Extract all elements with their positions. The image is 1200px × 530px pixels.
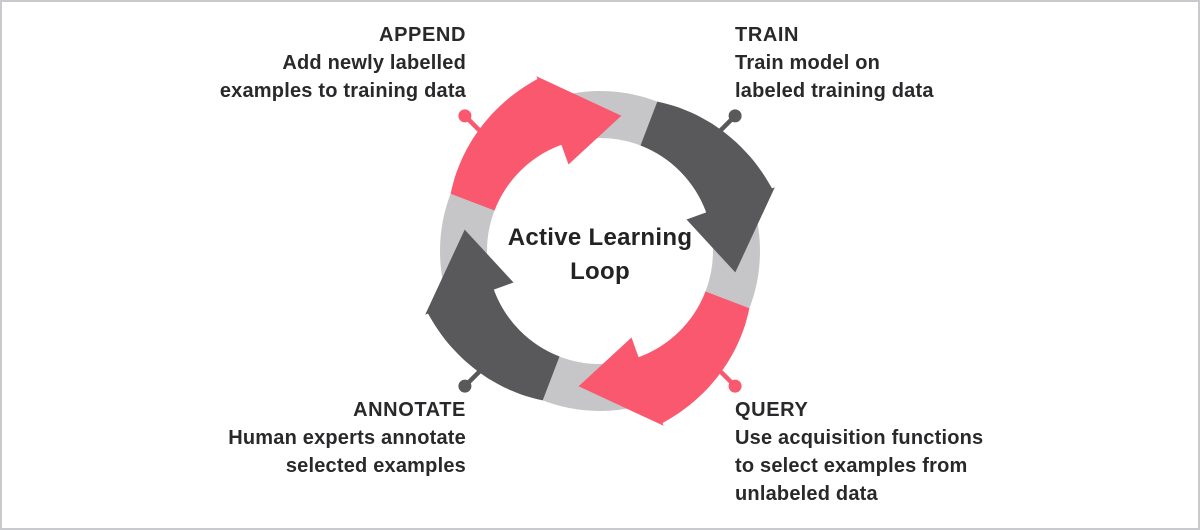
- stage-description-line: labeled training data: [735, 80, 934, 102]
- stage-description-line: Add newly labelled: [282, 52, 466, 74]
- stage-label-annotate: ANNOTATE Human experts annotate selected…: [228, 396, 466, 480]
- stage-description-line: Use acquisition functions: [735, 427, 984, 449]
- center-title-line: Loop: [570, 258, 630, 285]
- connector-annotate-dot: [458, 379, 472, 393]
- arrow-annotate: [425, 229, 560, 401]
- stage-label-append: APPEND Add newly labelled examples to tr…: [220, 21, 466, 105]
- connector-query-dot: [728, 379, 742, 393]
- stage-heading-query: QUERY: [735, 399, 809, 421]
- center-title-line: Active Learning: [507, 224, 693, 251]
- stage-heading-annotate: ANNOTATE: [353, 399, 466, 421]
- center-title: Active Learning Loop: [508, 221, 693, 289]
- arrow-append: [450, 76, 622, 211]
- stage-heading-train: TRAIN: [735, 24, 800, 46]
- stage-description-line: examples to training data: [219, 80, 466, 102]
- stage-label-train: TRAIN Train model on labeled training da…: [735, 21, 934, 105]
- connector-append-dot: [458, 109, 472, 123]
- stage-description-line: selected examples: [285, 455, 466, 477]
- connector-train-dot: [728, 109, 742, 123]
- stage-description-line: unlabeled data: [735, 483, 878, 505]
- arrow-query: [578, 291, 750, 426]
- stage-description-line: Human experts annotate: [228, 427, 466, 449]
- stage-description-line: to select examples from: [735, 455, 968, 477]
- stage-description-line: Train model on: [735, 52, 881, 74]
- arrow-train: [640, 101, 775, 273]
- stage-heading-append: APPEND: [379, 24, 466, 46]
- stage-label-query: QUERY Use acquisition functions to selec…: [735, 396, 983, 508]
